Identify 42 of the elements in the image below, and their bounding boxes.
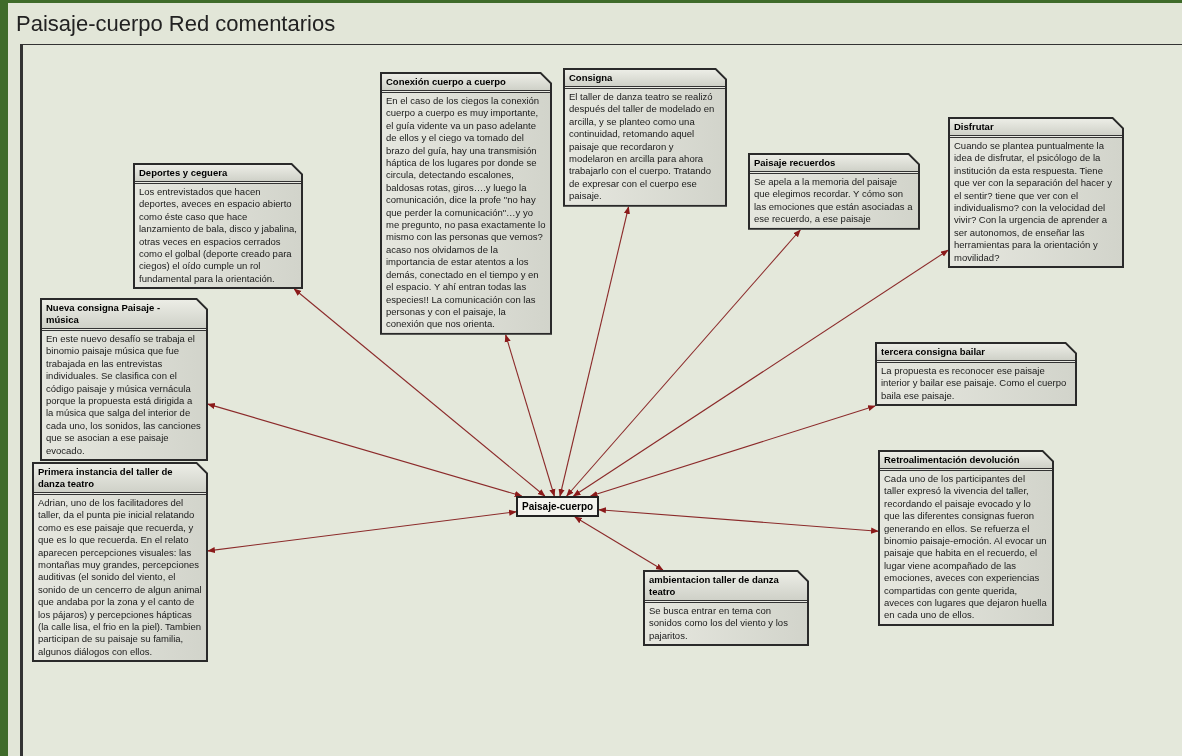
note-box: [32, 462, 208, 663]
arrow: [598, 507, 879, 534]
note-box: [878, 450, 1054, 626]
note-text: Los entrevistados que hacen deportes, aveces en espacio abierto como éste caso que hace lanzamiento de bala, disco y jabalina, otras veces en espacios cerrados como el golbal (deporte creado para ciegos) el oído cumple un rol fundamental para la orientación.: [139, 186, 297, 286]
note-title: Disfrutar: [954, 121, 995, 133]
note-title: tercera consigna bailar: [881, 346, 987, 358]
diagram-title: Paisaje-cuerpo Red comentarios: [16, 10, 336, 38]
arrow: [293, 288, 546, 497]
note-title: Primera instancia del taller de danza teatro: [38, 466, 174, 490]
note-text: Se busca entrar en tema con sonidos como los del viento y los pajaritos.: [649, 605, 789, 643]
arrow: [207, 509, 517, 553]
arrow: [558, 206, 630, 497]
note-box: [948, 117, 1124, 269]
note-text: Adrian, uno de los facilitadores del taller, da el punta pie inicial relatando como es ese paisaje que recuerda, y que es lo que recuerda. En el relato aparecen percepciones visuales: las montañas muy grandes, percepciones auditivas (el sonido del viento, el sonido de un cencerro de algun animal que andaba por la zona y el canto de los pájaros) y percepciones hápticas (la calle lisa, el frio en la piel). Tambien participan de su paisaje su familia, algunos diálogos con ellos.: [38, 497, 202, 659]
arrow: [504, 334, 556, 497]
note-text: Cada uno de los participantes del taller expresó la vivencia del taller, recordando el paisaje evocado y lo que las diferentes consignas fueron generando en ellos. Se refuerza el binomio paisaje-emoción. Al evocar un paisaje que habita en el recuerdo, el lugar viene acompañado de las emociones, aveces con experiencias compartidas con gente querida, aveces con lugares que dejaron huella en cada uno de ellos.: [884, 473, 1048, 622]
note-text: En el caso de los ciegos la conexión cuerpo a cuerpo es muy importante, el guía vidente va un paso adelante de ellos y el ciego va tomado del brazo del guía, hay una transmisión háptica de los lugares por donde se circula, detectando escalones, baldosas rotas, giros….y luego la comunicación, dice la profe "no hay que perder la comunicación"…y yo me pregunto, no pasa exactamente lo mismo con las personas que vemos? acaso nos olvidamos de la importancia de estar atentos a los demás, conectado en el tiempo y en el espacio. Y ahí entran todas las especies!! La comunicación con las personas y con el paisaje, la conexión que nos orienta.: [386, 95, 546, 331]
note-text: El taller de danza teatro se realizó después del taller de modelado en arcilla, y se planteo como una continuidad, retomando aquel paisaje que recordaron y modelaron en arcilla para ahora trabajarlo con el cuerpo. Tratando de expresar con el cuerpo ese paisaje.: [569, 91, 716, 203]
note-box: [875, 342, 1077, 407]
note-text: Se apela a la memoria del paisaje que elegimos recordar. Y cómo son las emociones que están asociadas a ese recuerdo, a ese paisaje: [754, 176, 914, 226]
arrow: [207, 403, 523, 497]
core-box: Paisaje-cuerpo: [516, 496, 600, 517]
arrow: [566, 229, 801, 497]
note-box: [133, 163, 303, 290]
note-box: [563, 68, 727, 207]
arrow: [589, 405, 876, 497]
note-title: Deportes y ceguera: [139, 167, 229, 179]
note-text: En este nuevo desafío se trabaja el binomio paisaje música que fue trabajada en las entrevistas individuales. Se clasifica con el código paisaje y música vernácula porque la propuesta está dirigida a la música que salga del interior de cada uno, los sonidos, las canciones que se asocian a ese paisaje evocado.: [46, 333, 202, 458]
note-title: Nueva consigna Paisaje - música: [46, 302, 162, 326]
note-title: Conexión cuerpo a cuerpo: [386, 76, 507, 88]
note-title: Paisaje recuerdos: [754, 157, 837, 169]
note-box: [380, 72, 552, 335]
note-box: [748, 153, 920, 230]
arrow: [574, 516, 664, 571]
note-title: ambientacion taller de danza teatro: [649, 574, 780, 598]
note-box: [643, 570, 809, 647]
note-text: La propuesta es reconocer ese paisaje interior y bailar ese paisaje. Como el cuerpo baila ese paisaje.: [881, 365, 1068, 403]
arrow: [572, 249, 949, 497]
note-box: [40, 298, 208, 462]
note-title: Consigna: [569, 72, 614, 84]
note-text: Cuando se plantea puntualmente la idea de disfrutar, el psicólogo de la institución da esta respuesta. Tiene que ver con la separación del hacer y el sentir? tiene que ver con el individualismo? con la velocidad del vivir? Con la urgencia de aprender a ser autonomos, de enseñar las herramientas para la orientación y movilidad?: [954, 140, 1113, 265]
note-title: Retroalimentación devolución: [884, 454, 1021, 466]
